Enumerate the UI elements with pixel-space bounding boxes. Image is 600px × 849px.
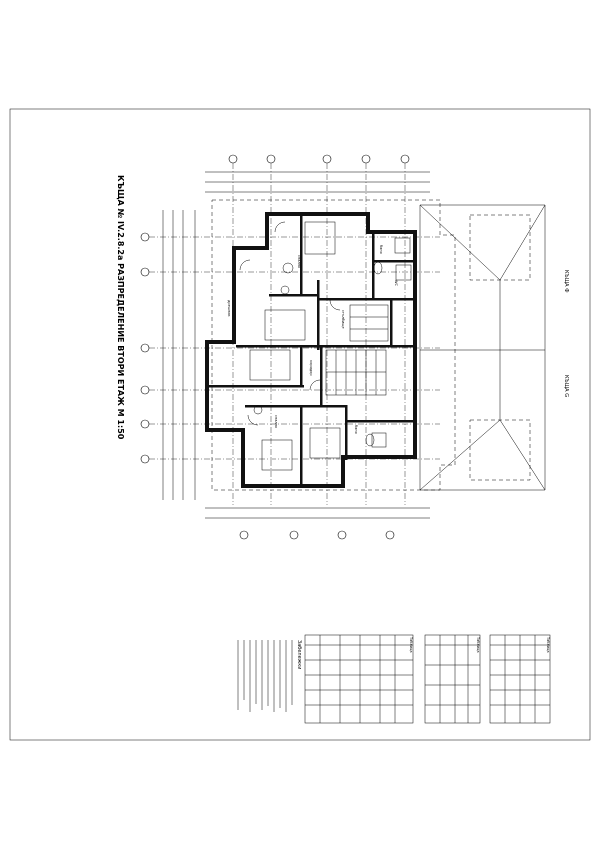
- svg-text:спалня: спалня: [274, 415, 278, 428]
- svg-text:коридор: коридор: [309, 360, 313, 376]
- drawing-title: КЪЩА № IV.2.8.2а РАЗПРЕДЕЛЕНИЕ ВТОРИ ЕТА…: [116, 175, 125, 440]
- fixtures: [239, 221, 412, 471]
- roof-label-top: КЪЩА Ф: [563, 270, 569, 293]
- roof-label-bottom: КЪЩА G: [563, 375, 569, 397]
- axis-bubbles-left: [140, 232, 150, 464]
- grid-lines: [149, 163, 440, 505]
- svg-text:баня: баня: [354, 425, 358, 434]
- axis-bubbles-bottom: [239, 530, 395, 540]
- svg-text:дрешник: дрешник: [227, 300, 231, 317]
- schedule-table-3: Таблица: [489, 634, 551, 724]
- svg-text:WC: WC: [394, 280, 398, 286]
- axis-bubbles-top: [228, 154, 410, 164]
- svg-text:баня: баня: [379, 245, 383, 254]
- sheet-frame: [9, 108, 591, 741]
- interior-walls: [209, 216, 416, 485]
- dimension-lines: [162, 171, 430, 519]
- staircase: [325, 304, 389, 396]
- exterior-walls: [205, 212, 417, 488]
- svg-text:Таблица: Таблица: [546, 636, 550, 652]
- notes-block: Забележки: [237, 640, 302, 712]
- svg-text:Забележки: Забележки: [296, 640, 302, 669]
- svg-text:Таблица: Таблица: [409, 636, 413, 652]
- roof-outline: [211, 199, 456, 491]
- schedule-table-2: Таблица: [424, 634, 481, 724]
- room-labels: спалня баня WC стълбище коридор спалня б…: [227, 245, 398, 434]
- svg-text:спалня: спалня: [297, 255, 301, 268]
- svg-text:Таблица: Таблица: [476, 636, 480, 652]
- adjacent-house-roof: [419, 204, 546, 491]
- svg-text:стълбище: стълбище: [341, 310, 345, 329]
- schedule-table-1: Таблица: [304, 634, 414, 724]
